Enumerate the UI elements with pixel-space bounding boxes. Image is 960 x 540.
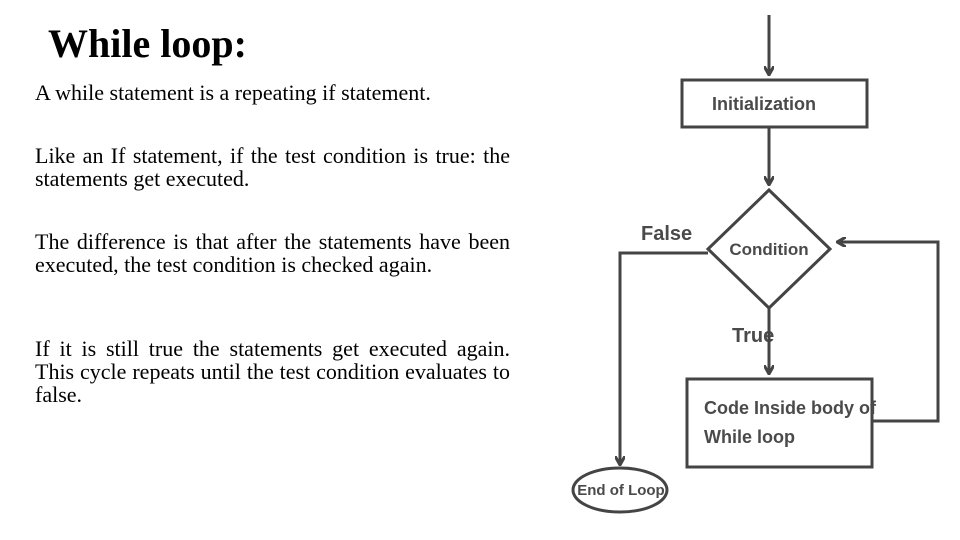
initialization-box: [680, 78, 869, 129]
true-label: True: [732, 325, 774, 347]
loop-body-label-line2: While loop: [704, 427, 795, 447]
end-of-loop-oval: [571, 466, 669, 514]
loop-body-box: [685, 377, 874, 469]
paragraph-4: If it is still true the statements get e…: [35, 336, 510, 407]
end-of-loop-label: End of Loop: [577, 482, 664, 499]
paragraph-3: The difference is that after the stateme…: [35, 229, 510, 277]
false-branch-line: [620, 251, 708, 464]
initialization-label: Initialization: [712, 94, 816, 114]
condition-label: Condition: [729, 240, 808, 259]
paragraph-1: A while statement is a repeating if stat…: [35, 80, 431, 105]
while-loop-flowchart: Initialization Condition False True Code…: [571, 15, 940, 514]
paragraph-2: Like an If statement, if the test condit…: [35, 143, 510, 191]
false-label: False: [641, 223, 692, 245]
slide-title: While loop:: [48, 21, 247, 66]
loop-body-label-line1: Code Inside body of: [704, 398, 877, 418]
loop-back-line: [838, 242, 940, 423]
